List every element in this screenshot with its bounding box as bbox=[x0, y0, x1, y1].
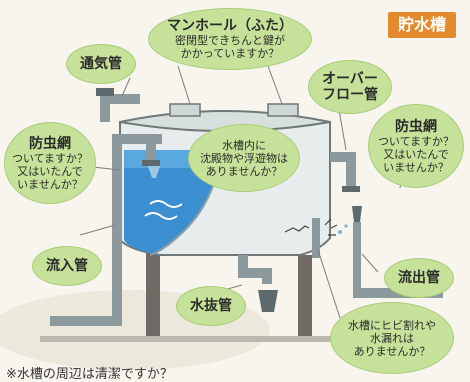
insect-net-left-bubble: 防虫網 ついてますか？ 又はいたんで いませんか？ bbox=[4, 122, 96, 204]
insect-right-title: 防虫網 bbox=[395, 118, 437, 135]
insect-left-3: いませんか？ bbox=[17, 177, 83, 191]
insect-right-3: いませんか？ bbox=[383, 160, 449, 174]
overflow-pipe bbox=[330, 152, 360, 192]
sediment-2: 沈殿物や浮遊物は bbox=[200, 151, 288, 165]
inflow-bubble: 流入管 bbox=[32, 246, 102, 286]
manhole-bubble: マンホール（ふた） 密閉型できちんと鍵が かかっていますか？ bbox=[148, 8, 312, 70]
tank-badge: 貯水槽 bbox=[388, 12, 456, 38]
vent-pipe bbox=[96, 88, 140, 122]
inflow-pipe bbox=[50, 134, 162, 326]
manhole-title: マンホール（ふた） bbox=[167, 18, 293, 34]
outflow-label: 流出管 bbox=[398, 270, 440, 286]
funnel bbox=[352, 206, 362, 222]
manhole-sub2: かかっていますか？ bbox=[180, 47, 280, 60]
insect-right-2: 又はいたんで bbox=[383, 147, 449, 161]
insect-left-title: 防虫網 bbox=[29, 135, 71, 152]
crack-3: ありませんか？ bbox=[353, 344, 431, 358]
water-waves bbox=[144, 200, 183, 220]
inflow-label: 流入管 bbox=[46, 258, 88, 274]
drain-pipe bbox=[238, 255, 272, 284]
outflow-bubble: 流出管 bbox=[384, 258, 454, 298]
drain-label: 水抜管 bbox=[190, 298, 232, 314]
footer-note: ※水槽の周辺は清潔ですか？ bbox=[6, 367, 173, 382]
sediment-3: ありませんか？ bbox=[205, 164, 283, 178]
sediment-1: 水槽内に bbox=[222, 138, 266, 152]
crack-1: 水槽にヒビ割れや bbox=[348, 318, 436, 332]
overflow-bubble: オーバー フロー管 bbox=[308, 60, 392, 114]
insect-left-2: 又はいたんで bbox=[17, 164, 83, 178]
crack-2: 水漏れは bbox=[370, 331, 414, 345]
floor bbox=[40, 336, 420, 342]
overflow-label-2: フロー管 bbox=[322, 87, 378, 103]
overflow-label-1: オーバー bbox=[322, 71, 378, 87]
insect-net-right-bubble: 防虫網 ついてますか？ 又はいたんで いませんか？ bbox=[368, 104, 464, 188]
insect-right-1: ついてますか？ bbox=[377, 134, 455, 148]
crack-bubble: 水槽にヒビ割れや 水漏れは ありませんか？ bbox=[330, 302, 454, 374]
manhole-right bbox=[267, 103, 299, 117]
manhole-left bbox=[169, 103, 201, 117]
inflow-stream bbox=[148, 166, 160, 178]
tank-legs bbox=[146, 250, 312, 340]
sediment-bubble: 水槽内に 沈殿物や浮遊物は ありませんか？ bbox=[188, 124, 300, 192]
vent-label: 通気管 bbox=[80, 56, 122, 72]
leak-drops bbox=[338, 224, 348, 234]
crack-marks bbox=[284, 218, 338, 236]
manhole-sub1: 密閉型できちんと鍵が bbox=[175, 34, 285, 47]
drain-bubble: 水抜管 bbox=[176, 286, 246, 326]
drain-cup bbox=[258, 290, 278, 312]
vent-bubble: 通気管 bbox=[66, 44, 136, 84]
insect-left-1: ついてますか？ bbox=[11, 151, 89, 165]
